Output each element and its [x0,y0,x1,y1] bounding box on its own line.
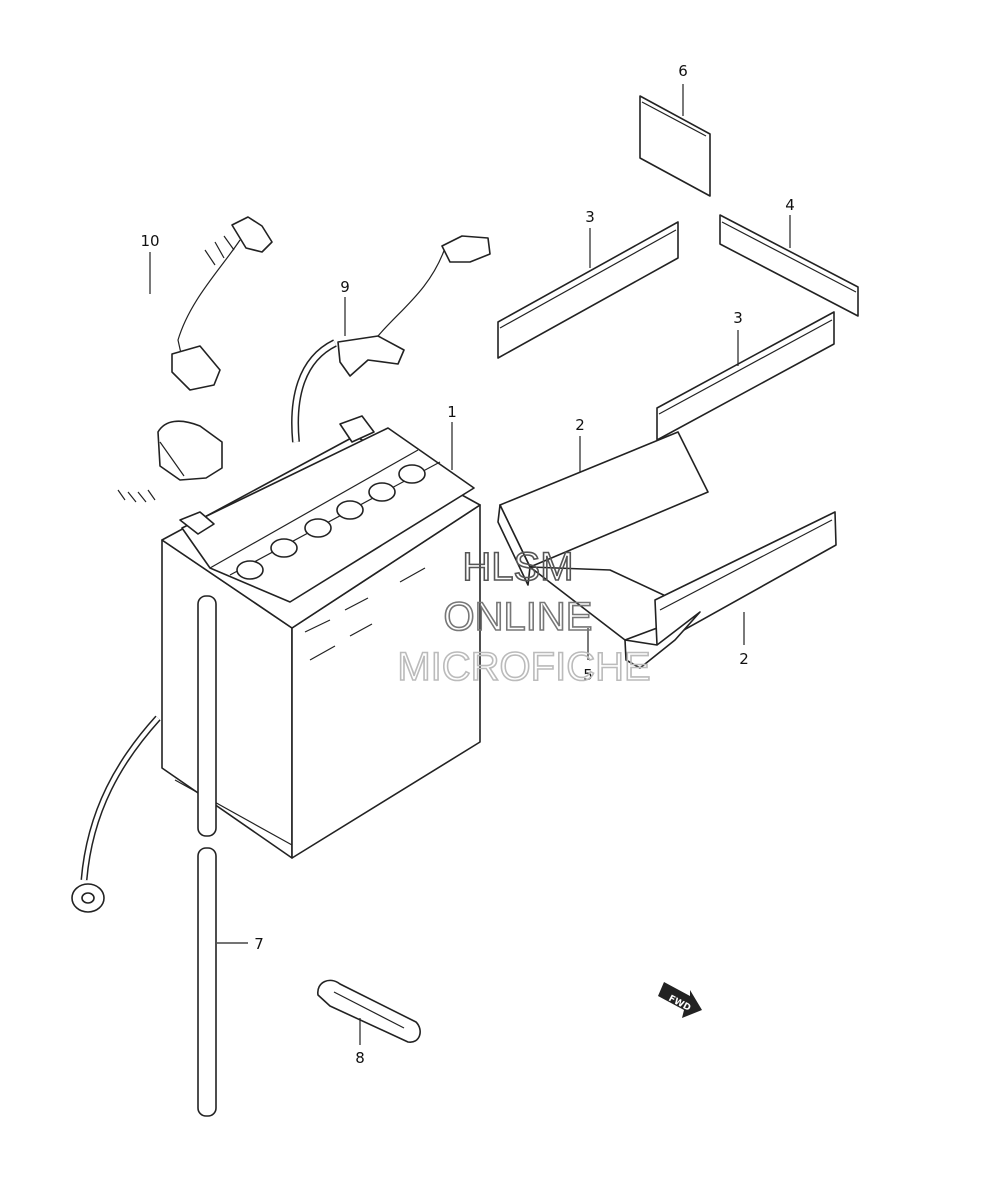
callout-10: 10 [140,232,159,250]
watermark-line-2: ONLINE [444,595,593,639]
watermark: HLSM ONLINE MICROFICHE [397,544,652,690]
fwd-arrow-icon: FWD [658,982,702,1018]
part-8-holder-band[interactable] [317,979,421,1043]
part-1-battery[interactable] [161,415,481,859]
part-3-strip-upper[interactable] [497,221,679,359]
callout-2-lower: 2 [739,650,749,668]
callout-3-upper: 3 [585,208,595,226]
callout-6: 6 [678,62,688,80]
part-6-pad[interactable] [639,95,711,197]
part-3-strip-lower[interactable] [656,311,835,441]
callout-9: 9 [340,278,350,296]
callout-2-upper: 2 [575,416,585,434]
watermark-line-1: HLSM [462,545,573,589]
part-4-strip[interactable] [719,214,859,317]
callout-8: 8 [355,1049,365,1067]
ground-cable [71,715,161,913]
part-10-cable[interactable] [57,216,273,503]
part-9-cable[interactable] [291,235,491,443]
leader-lines [149,84,791,1045]
callout-3-lower: 3 [733,309,743,327]
callout-4: 4 [785,196,795,214]
watermark-line-3: MICROFICHE [397,645,650,689]
part-7-breather-tube[interactable] [197,595,217,1117]
part-5-tray[interactable] [497,431,837,669]
callout-1: 1 [447,403,457,421]
callout-5: 5 [583,666,593,684]
callouts: 6 3 4 3 2 1 9 10 2 5 7 8 [140,62,794,1067]
callout-7: 7 [254,935,264,953]
